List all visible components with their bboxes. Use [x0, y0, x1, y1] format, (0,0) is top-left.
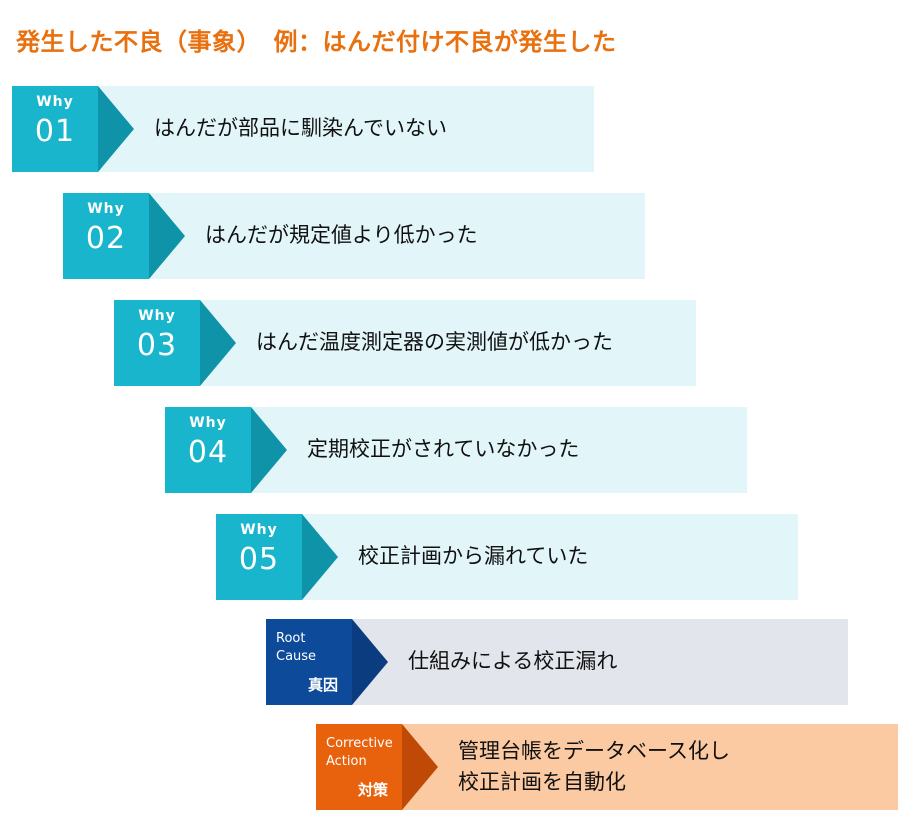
root-cause-tab: Root Cause 真因	[266, 619, 352, 705]
chevron-right-icon	[98, 86, 134, 172]
root-cause-label-en-2: Cause	[276, 649, 317, 664]
root-cause-text: 仕組みによる校正漏れ	[408, 649, 618, 674]
chevron-right-icon	[251, 407, 287, 493]
why-number: 03	[136, 328, 178, 363]
corrective-action-label-en-1: Corrective	[326, 736, 393, 751]
why-step-tab: Why 01	[12, 86, 98, 172]
why-step-text: はんだ温度測定器の実測値が低かった	[256, 330, 613, 355]
why-step-tab: Why 02	[63, 193, 149, 279]
chevron-right-icon	[402, 724, 438, 810]
why-step-bar	[149, 193, 645, 279]
why-label: Why	[36, 94, 74, 110]
page-title: 発生した不良（事象） 例：はんだ付け不良が発生した	[16, 28, 617, 56]
why-step-bar	[251, 407, 747, 493]
why-step-04: Why 04 定期校正がされていなかった	[165, 407, 747, 493]
why-number: 02	[85, 221, 127, 256]
why-label: Why	[138, 308, 176, 324]
why-step-tab: Why 05	[216, 514, 302, 600]
why-step-bar	[200, 300, 696, 386]
corrective-action-label-en-2: Action	[326, 754, 367, 769]
corrective-action-step: Corrective Action 対策 管理台帳をデータベース化し 校正計画を…	[316, 724, 898, 810]
why-step-bar	[302, 514, 798, 600]
root-cause-label-en-1: Root	[276, 631, 306, 646]
chevron-right-icon	[352, 619, 388, 705]
chevron-right-icon	[149, 193, 185, 279]
why-step-text: 定期校正がされていなかった	[307, 437, 580, 462]
root-cause-label-jp: 真因	[307, 676, 338, 694]
corrective-action-text: 管理台帳をデータベース化し 校正計画を自動化	[458, 724, 730, 810]
corrective-action-text-line-1: 管理台帳をデータベース化し	[458, 738, 730, 763]
why-number: 05	[238, 542, 280, 577]
why-step-text: 校正計画から漏れていた	[358, 544, 589, 569]
why-step-bar	[98, 86, 594, 172]
corrective-action-text-line-2: 校正計画を自動化	[458, 770, 626, 794]
why-step-01: Why 01 はんだが部品に馴染んでいない	[12, 86, 594, 172]
why-step-03: Why 03 はんだ温度測定器の実測値が低かった	[114, 300, 696, 386]
corrective-action-bar	[402, 724, 898, 810]
root-cause-step: Root Cause 真因 仕組みによる校正漏れ	[266, 619, 848, 705]
corrective-action-label-jp: 対策	[357, 781, 388, 799]
why-step-tab: Why 03	[114, 300, 200, 386]
chevron-right-icon	[200, 300, 236, 386]
why-step-05: Why 05 校正計画から漏れていた	[216, 514, 798, 600]
why-label: Why	[189, 415, 227, 431]
corrective-action-tab: Corrective Action 対策	[316, 724, 402, 810]
why-step-tab: Why 04	[165, 407, 251, 493]
why-label: Why	[240, 522, 278, 538]
why-step-text: はんだが規定値より低かった	[205, 223, 478, 248]
why-step-text: はんだが部品に馴染んでいない	[154, 116, 447, 141]
chevron-right-icon	[302, 514, 338, 600]
why-number: 04	[187, 435, 229, 470]
why-step-02: Why 02 はんだが規定値より低かった	[63, 193, 645, 279]
why-label: Why	[87, 201, 125, 217]
why-number: 01	[34, 114, 76, 149]
root-cause-bar	[352, 619, 848, 705]
